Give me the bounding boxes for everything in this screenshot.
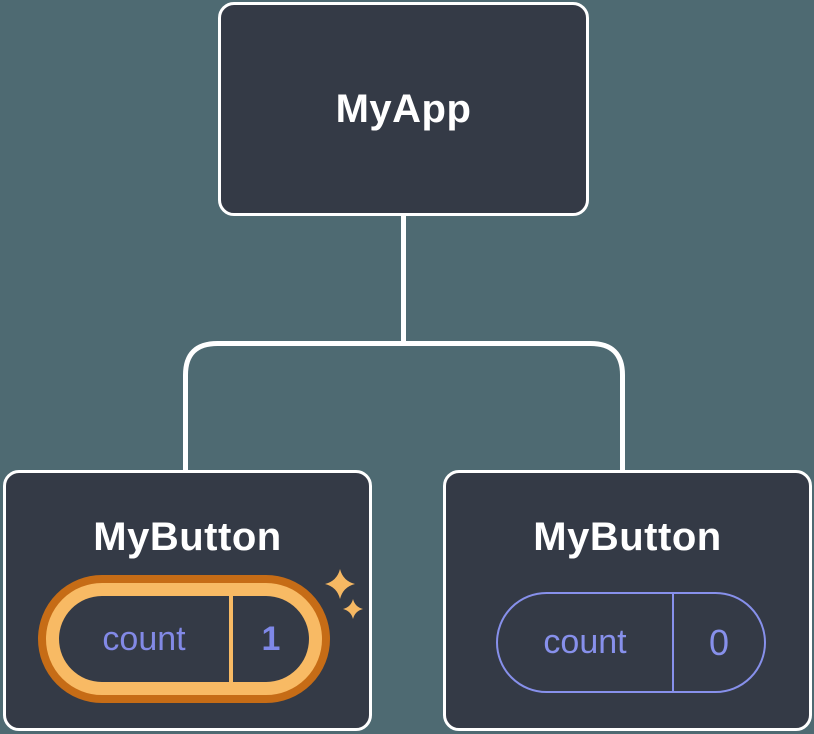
state-value: 0 — [708, 621, 730, 663]
component-label: MyButton — [93, 515, 282, 559]
component-node-myapp: MyApp — [218, 2, 589, 216]
component-label: MyButton — [533, 515, 722, 559]
component-node-mybutton-2: MyButton count 0 — [443, 470, 812, 731]
sparkle-icon — [325, 569, 363, 619]
state-pill-highlighted: count 1 — [38, 575, 330, 703]
state-key-label: count — [102, 619, 186, 658]
component-node-mybutton-1: MyButton count 1 — [3, 470, 372, 731]
connector-branch — [183, 341, 625, 472]
state-pill-divider — [229, 596, 233, 682]
state-value: 1 — [261, 619, 281, 658]
state-pill-divider — [672, 594, 674, 691]
state-pill: count 0 — [496, 592, 766, 693]
component-label: MyApp — [335, 86, 472, 131]
state-key-label: count — [543, 623, 627, 661]
